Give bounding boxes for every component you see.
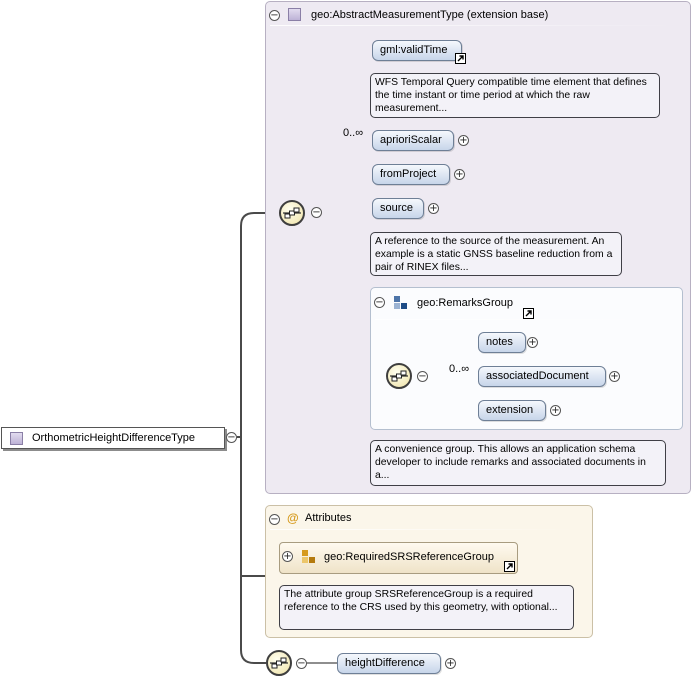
complex-type-icon xyxy=(288,8,301,21)
srs-group-expand-toggle[interactable]: + xyxy=(282,551,293,562)
sequence-icon xyxy=(283,207,301,219)
root-collapse-toggle[interactable]: − xyxy=(226,432,237,443)
attribute-at-icon: @ xyxy=(287,511,299,525)
element-source[interactable]: source xyxy=(372,198,424,219)
remarks-group-note: A convenience group. This allows an appl… xyxy=(370,440,666,486)
sequence-compositor-remarks[interactable] xyxy=(386,363,412,389)
element-from-project[interactable]: fromProject xyxy=(372,164,450,185)
srs-group-note-text: The attribute group SRSReferenceGroup is… xyxy=(284,589,558,613)
sequence-icon xyxy=(270,657,288,669)
element-extension[interactable]: extension xyxy=(478,400,546,421)
root-type-label: OrthometricHeightDifferenceType xyxy=(32,432,196,444)
element-source-label: source xyxy=(380,202,414,214)
attribute-group-icon xyxy=(302,550,315,563)
element-notes-label: notes xyxy=(486,336,513,348)
element-apriori-scalar[interactable]: aprioriScalar xyxy=(372,130,454,151)
apriori-scalar-expand-toggle[interactable]: + xyxy=(458,135,469,146)
element-apriori-scalar-label: aprioriScalar xyxy=(380,134,442,146)
valid-time-note-text: WFS Temporal Query compatible time eleme… xyxy=(375,77,647,114)
srs-group-link-icon[interactable] xyxy=(504,561,515,572)
sequence-compositor-bottom[interactable] xyxy=(266,650,292,676)
from-project-expand-toggle[interactable]: + xyxy=(454,169,465,180)
notes-expand-toggle[interactable]: + xyxy=(527,337,538,348)
associated-document-occurrence: 0..∞ xyxy=(449,363,470,375)
title-divider xyxy=(270,529,580,530)
attributes-collapse-toggle[interactable]: − xyxy=(269,514,280,525)
title-divider xyxy=(375,319,665,320)
element-height-difference-label: heightDifference xyxy=(345,657,425,669)
source-expand-toggle[interactable]: + xyxy=(428,203,439,214)
element-valid-time[interactable]: gml:validTime xyxy=(372,40,462,61)
element-extension-label: extension xyxy=(486,404,534,416)
sequence-main-collapse-toggle[interactable]: − xyxy=(311,207,322,218)
remarks-group-note-text: A convenience group. This allows an appl… xyxy=(375,444,646,481)
attributes-panel-title: Attributes xyxy=(305,512,352,524)
element-height-difference[interactable]: heightDifference xyxy=(337,653,441,674)
element-associated-document-label: associatedDocument xyxy=(486,370,589,382)
element-valid-time-label: gml:validTime xyxy=(380,44,448,56)
extension-collapse-toggle[interactable]: − xyxy=(269,10,280,21)
source-note: A reference to the source of the measure… xyxy=(370,232,622,276)
remarks-group-collapse-toggle[interactable]: − xyxy=(374,297,385,308)
source-note-text: A reference to the source of the measure… xyxy=(375,236,613,273)
extension-expand-toggle[interactable]: + xyxy=(550,405,561,416)
remarks-group-link-icon[interactable] xyxy=(523,308,534,319)
extension-panel-title: geo:AbstractMeasurementType (extension b… xyxy=(311,9,549,21)
sequence-compositor-main[interactable] xyxy=(279,200,305,226)
sequence-bottom-collapse-toggle[interactable]: − xyxy=(296,658,307,669)
remarks-group-title: geo:RemarksGroup xyxy=(417,297,513,309)
sequence-icon xyxy=(390,370,408,382)
apriori-scalar-occurrence: 0..∞ xyxy=(343,127,364,139)
title-divider xyxy=(270,25,680,26)
element-from-project-label: fromProject xyxy=(380,168,437,180)
height-difference-expand-toggle[interactable]: + xyxy=(445,658,456,669)
valid-time-note: WFS Temporal Query compatible time eleme… xyxy=(370,73,660,118)
element-associated-document[interactable]: associatedDocument xyxy=(478,366,606,387)
srs-group-note: The attribute group SRSReferenceGroup is… xyxy=(279,585,574,630)
srs-group-label: geo:RequiredSRSReferenceGroup xyxy=(324,551,494,563)
sequence-remarks-collapse-toggle[interactable]: − xyxy=(417,371,428,382)
required-srs-reference-group[interactable]: + geo:RequiredSRSReferenceGroup xyxy=(279,542,518,574)
group-icon xyxy=(394,296,407,309)
root-type-box[interactable]: OrthometricHeightDifferenceType xyxy=(1,427,225,449)
valid-time-link-icon[interactable] xyxy=(455,53,466,64)
associated-document-expand-toggle[interactable]: + xyxy=(609,371,620,382)
element-notes[interactable]: notes xyxy=(478,332,526,353)
complex-type-icon xyxy=(10,432,23,445)
